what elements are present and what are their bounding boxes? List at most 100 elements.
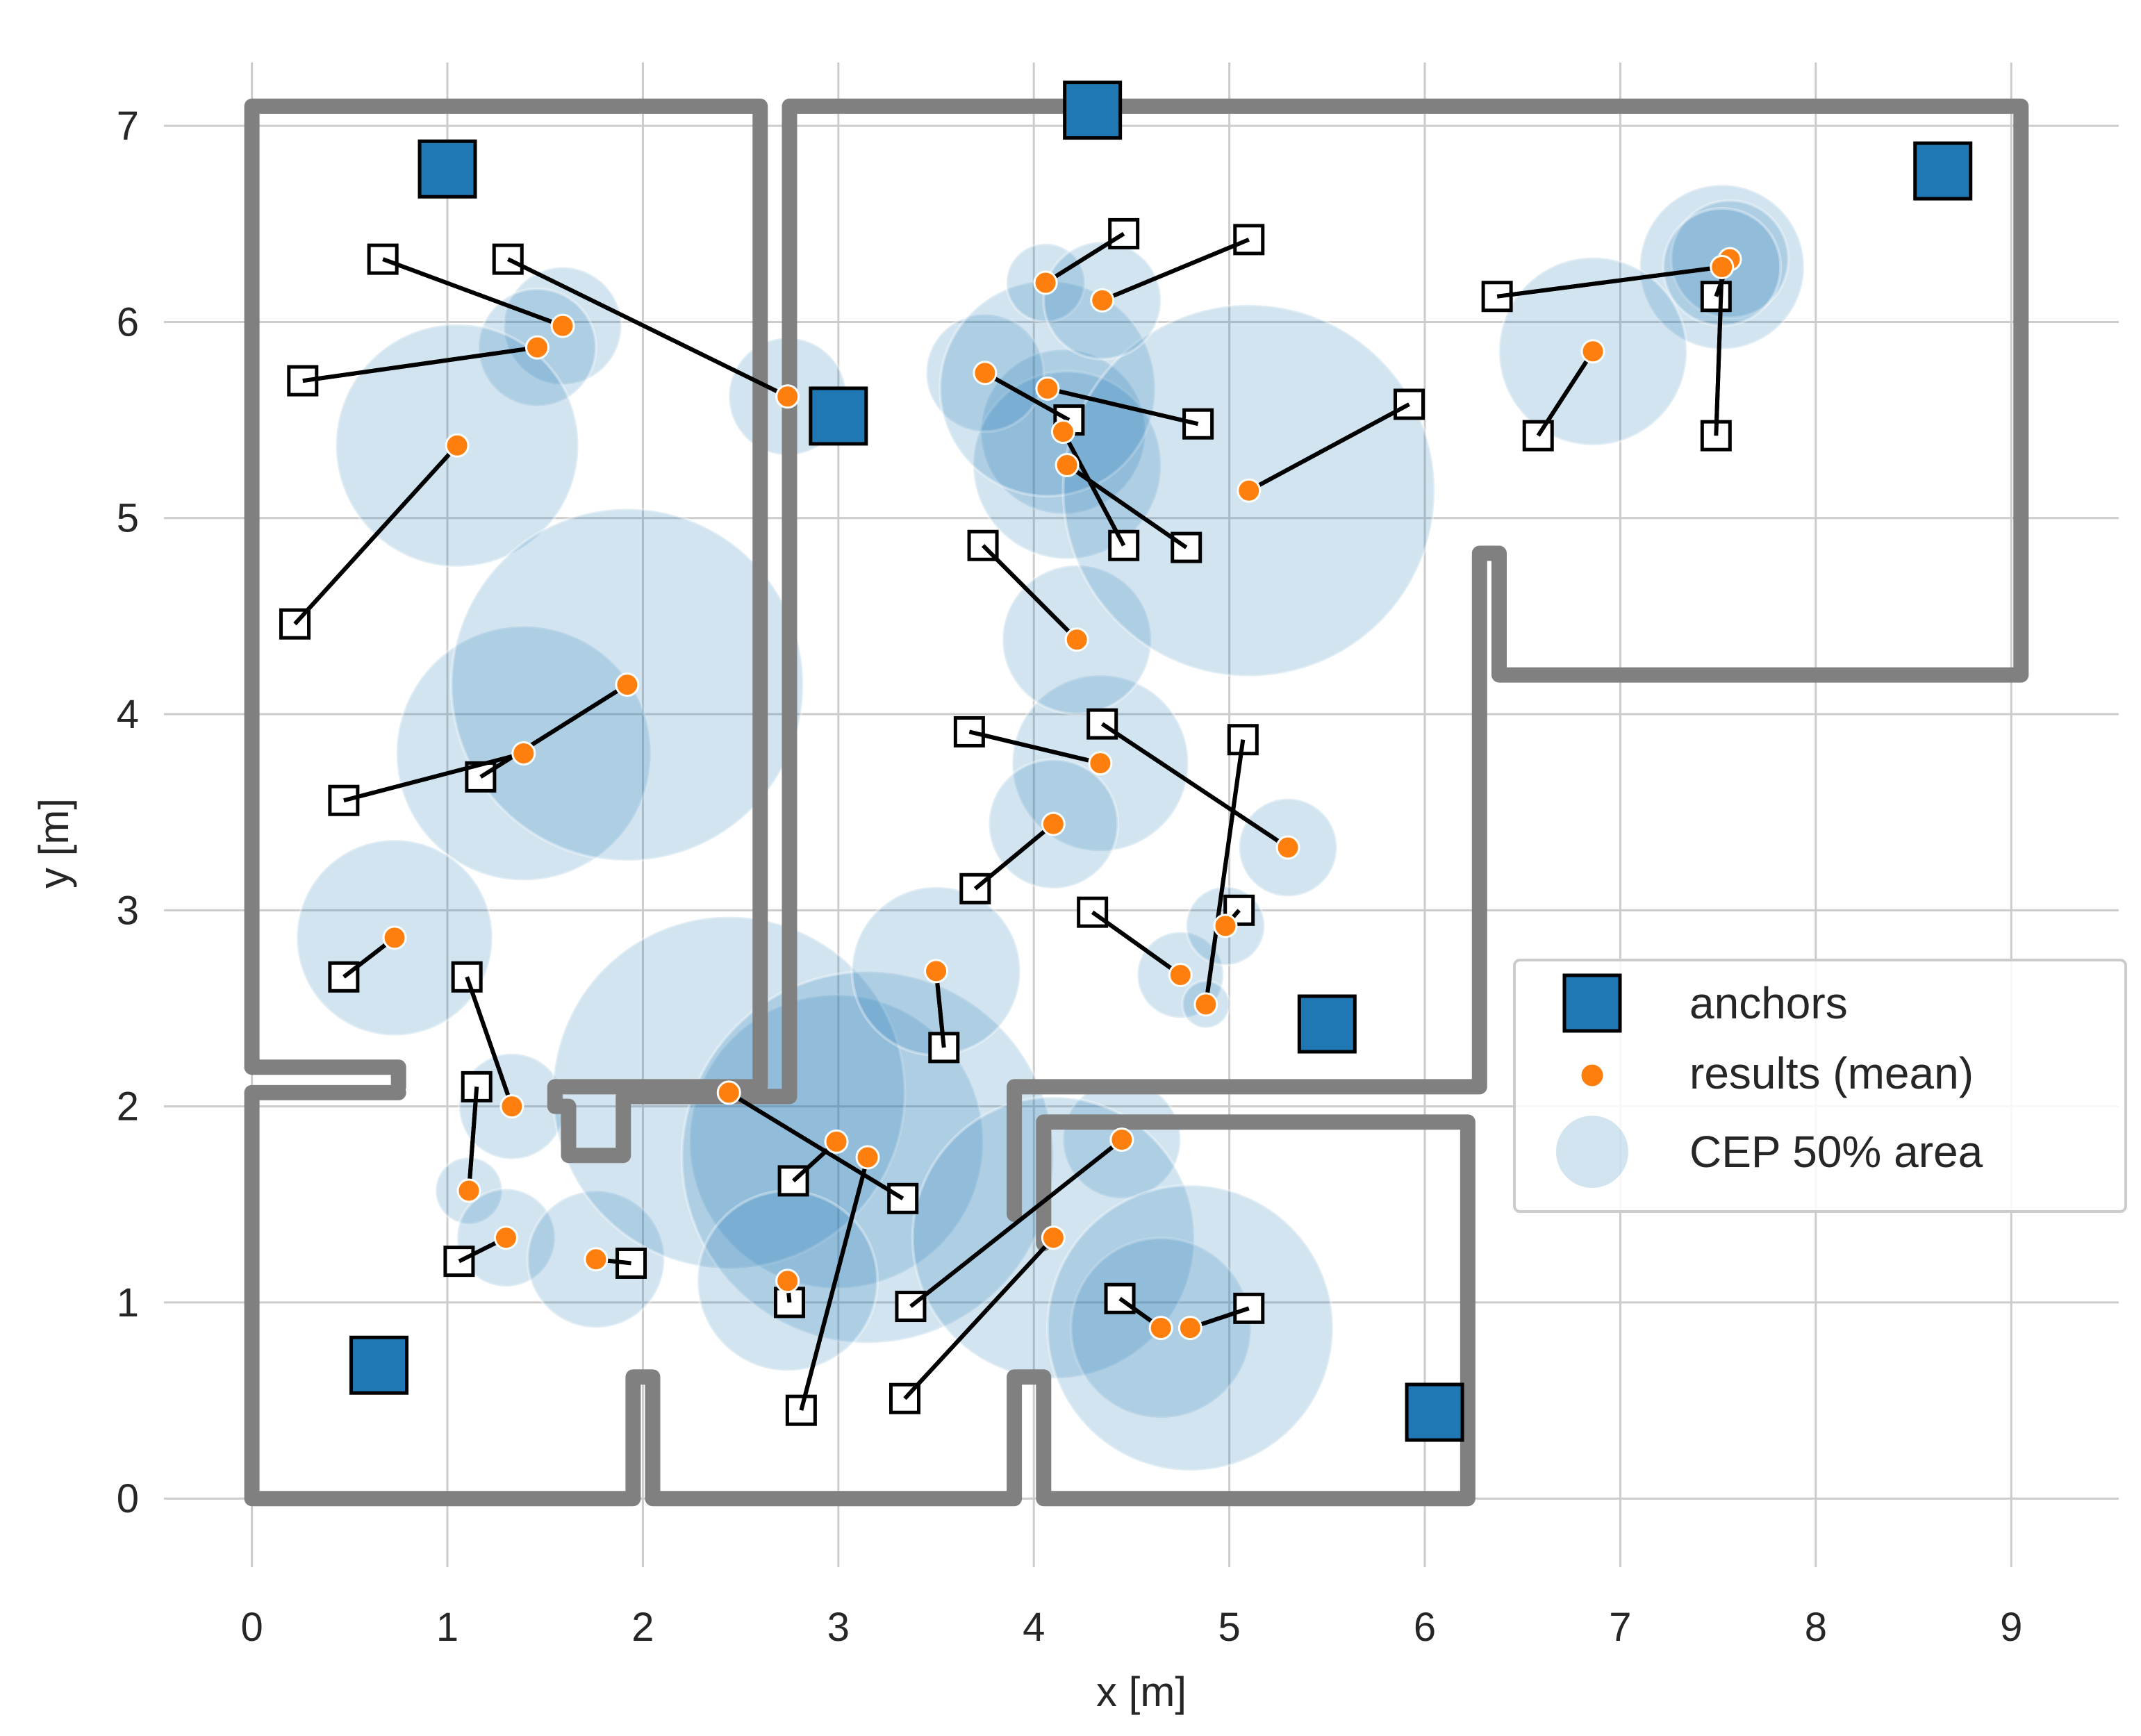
error-line-overlay <box>466 1086 479 1191</box>
mean-result-dot <box>924 959 949 984</box>
mean-result-dot <box>1109 1127 1134 1152</box>
x-tick-label: 1 <box>436 1605 458 1650</box>
mean-result-dot <box>1088 751 1113 776</box>
mean-result-dot <box>456 1178 481 1203</box>
error-line-overlay <box>1091 910 1182 977</box>
mean-result-dot <box>1148 1316 1173 1341</box>
y-tick-label: 3 <box>117 888 139 933</box>
error-line-overlay <box>1061 431 1126 547</box>
error-line-overlay <box>1536 350 1595 437</box>
error-line-overlay <box>382 257 564 328</box>
error-line-overlay <box>1047 386 1199 427</box>
error-line-overlay <box>968 729 1101 766</box>
y-tick-label: 6 <box>117 299 139 345</box>
mean-result-dot <box>855 1145 880 1170</box>
mean-result-dot <box>1580 339 1605 364</box>
error-line-overlay <box>727 1091 904 1200</box>
error-line-overlay <box>1101 722 1289 850</box>
ground-truth-marker <box>953 716 985 747</box>
error-line-overlay <box>1714 267 1724 436</box>
mean-result-dot <box>524 335 549 360</box>
anchor-marker <box>809 386 868 446</box>
mean-result-dot <box>1041 811 1066 836</box>
mean-result-dot <box>1177 1316 1202 1341</box>
error-line-overlay <box>909 1138 1123 1308</box>
anchor-marker <box>1405 1382 1464 1442</box>
mean-result-dot <box>775 384 800 409</box>
y-tick-label: 5 <box>117 496 139 541</box>
error-line-overlay <box>1203 739 1246 1005</box>
x-tick-label: 7 <box>1609 1605 1631 1650</box>
error-line-overlay <box>1044 231 1125 285</box>
mean-result-dot <box>493 1225 518 1250</box>
ground-truth-marker <box>1086 708 1118 740</box>
error-line-overlay <box>343 751 524 803</box>
x-tick-label: 0 <box>240 1605 263 1650</box>
legend-label-results: results (mean) <box>1689 1048 1974 1098</box>
x-tick-label: 4 <box>1023 1605 1045 1650</box>
y-tick-label: 7 <box>117 104 139 149</box>
ground-truth-marker <box>328 784 360 816</box>
anchor-marker <box>1913 141 1973 201</box>
mean-result-dot <box>511 741 536 766</box>
mean-result-dot <box>1090 288 1115 313</box>
mean-result-dots <box>382 247 1742 1341</box>
x-tick-label: 5 <box>1218 1605 1240 1650</box>
legend-label-anchors: anchors <box>1689 978 1848 1028</box>
error-line-overlay <box>293 444 459 626</box>
error-line-overlay <box>981 544 1079 641</box>
x-tick-label: 9 <box>2000 1605 2022 1650</box>
mean-result-dot <box>445 433 470 458</box>
legend: anchors results (mean) CEP 50% area <box>1513 959 2127 1213</box>
mean-result-dot <box>1275 835 1300 860</box>
error-line-overlay <box>506 257 788 399</box>
error-line-overlay <box>903 1236 1055 1400</box>
anchor-marker <box>1297 994 1357 1054</box>
mean-result-dot <box>1168 962 1193 987</box>
error-line-overlay <box>1496 265 1723 299</box>
ground-truth-markers <box>279 217 1732 1426</box>
anchor-marker <box>349 1335 409 1395</box>
mean-result-dot <box>584 1247 609 1272</box>
wall-segment <box>244 1059 406 1095</box>
y-tick-label: 1 <box>117 1280 139 1325</box>
error-line-overlay <box>479 683 629 779</box>
mean-result-dot <box>716 1080 741 1105</box>
mean-result-dot <box>499 1094 524 1119</box>
mean-result-dot <box>1237 478 1262 503</box>
mean-result-dot <box>775 1268 800 1293</box>
ground-truth-marker <box>1394 388 1425 420</box>
legend-label-cep: CEP 50% area <box>1689 1127 1983 1177</box>
mean-result-dot <box>1050 420 1075 445</box>
mean-result-dot <box>382 925 407 950</box>
mean-result-dot <box>1055 453 1080 478</box>
legend-cep-swatch <box>1556 1116 1628 1188</box>
mean-result-dot <box>550 313 575 338</box>
anchor-markers <box>349 81 1973 1442</box>
mean-result-dot <box>824 1129 849 1154</box>
x-tick-label: 8 <box>1805 1605 1827 1650</box>
mean-result-dot <box>1035 376 1060 401</box>
legend-results-swatch <box>1579 1062 1605 1089</box>
y-tick-label: 4 <box>117 692 139 737</box>
error-line-overlay <box>302 345 538 383</box>
mean-result-dot <box>973 361 998 386</box>
error-line-overlay <box>984 371 1070 422</box>
mean-result-dot <box>1041 1225 1066 1250</box>
legend-anchor-swatch <box>1562 973 1622 1033</box>
mean-result-dot <box>1193 992 1218 1017</box>
error-line-overlay <box>465 976 514 1107</box>
mean-result-dot <box>1710 254 1735 279</box>
error-line-overlay <box>1066 463 1188 549</box>
error-line-overlay <box>973 822 1055 891</box>
error-line-overlay <box>1248 402 1410 493</box>
y-tick-label: 2 <box>117 1084 139 1130</box>
mean-result-dot <box>1033 270 1058 295</box>
y-tick-label: 0 <box>117 1476 139 1521</box>
mean-result-dot <box>615 672 640 697</box>
legend-frame <box>1513 959 2127 1213</box>
anchor-marker <box>418 139 477 199</box>
error-line-overlay <box>934 970 946 1048</box>
x-tick-label: 2 <box>631 1605 654 1650</box>
